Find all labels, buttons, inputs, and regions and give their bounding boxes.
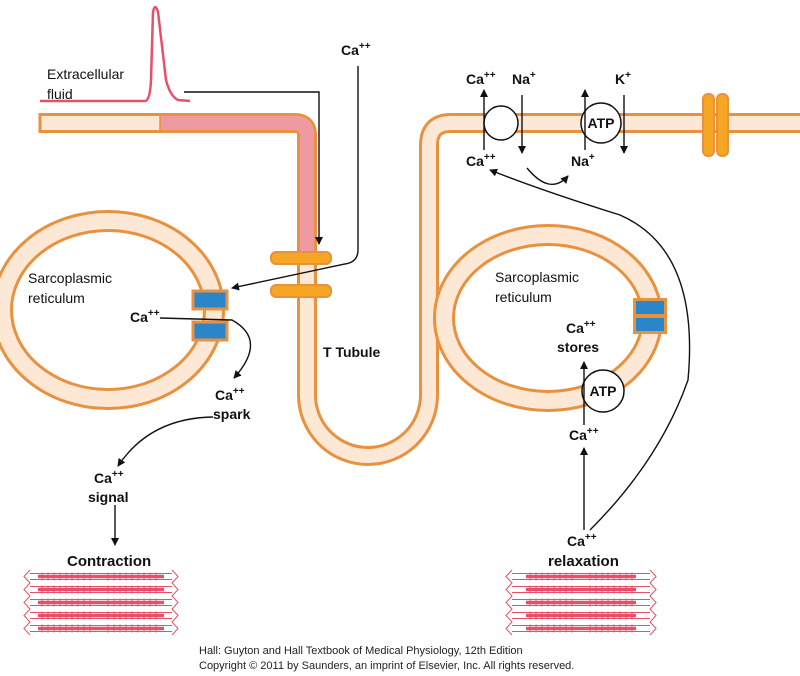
na-label-pump-in: Na+ xyxy=(571,152,595,169)
z-line xyxy=(649,569,657,636)
na-ca-exchanger-icon xyxy=(483,105,519,141)
credit-line-2: Copyright © 2011 by Saunders, an imprint… xyxy=(199,660,574,672)
ca-label-ryr: Ca++ xyxy=(130,308,160,325)
t-tubule-label: T Tubule xyxy=(323,344,380,360)
sarcomere-relaxed-icon xyxy=(505,569,657,636)
ca-channel-icon xyxy=(270,251,332,298)
na-k-atpase-icon xyxy=(580,102,622,144)
contraction-label: Contraction xyxy=(67,553,151,570)
stores-label: stores xyxy=(557,339,599,355)
ca-label-signal: Ca++ xyxy=(94,469,124,486)
relaxation-label: relaxation xyxy=(548,553,619,570)
sarcoplasmic-reticulum-right xyxy=(433,224,663,412)
sr-right-label-2: reticulum xyxy=(495,289,552,305)
sr-left-label-1: Sarcoplasmic xyxy=(28,270,112,286)
atp-label-sr: ATP xyxy=(590,383,617,399)
sr-right-label-1: Sarcoplasmic xyxy=(495,269,579,285)
signal-label: signal xyxy=(88,489,128,505)
ca-label-extracellular: Ca++ xyxy=(341,41,371,58)
z-line xyxy=(171,569,179,636)
ca-label-spark: Ca++ xyxy=(215,386,245,403)
sarcoplasmic-reticulum-left xyxy=(0,210,225,410)
ca-label-exchanger-out: Ca++ xyxy=(466,70,496,87)
ca-label-relaxation: Ca++ xyxy=(567,532,597,549)
sr-left-label-2: reticulum xyxy=(28,290,85,306)
action-potential-icon xyxy=(40,5,191,103)
flux-arrows xyxy=(111,66,691,546)
na-label-exchanger-out: Na+ xyxy=(512,70,536,87)
sarcomere-contracted-icon xyxy=(23,569,179,636)
ca-atpase-pump-icon xyxy=(581,369,625,413)
gap-junction-icon xyxy=(702,93,729,157)
ca-label-exchanger-in: Ca++ xyxy=(466,152,496,169)
extracellular-label-1: Extracellular xyxy=(47,66,124,82)
atp-label-membrane: ATP xyxy=(588,115,615,131)
ca-label-sr-pump: Ca++ xyxy=(569,426,599,443)
k-label-pump: K+ xyxy=(615,70,631,87)
spark-label: spark xyxy=(213,406,251,422)
extracellular-label-2: fluid xyxy=(47,86,73,102)
z-line xyxy=(505,569,513,636)
sarcolemma-membrane xyxy=(38,113,800,466)
ryanodine-receptor-icon xyxy=(191,289,229,342)
sr-ca-channel-icon xyxy=(633,298,667,334)
z-line xyxy=(23,569,31,636)
credit-line-1: Hall: Guyton and Hall Textbook of Medica… xyxy=(199,645,523,657)
ca-label-stores: Ca++ xyxy=(566,319,596,336)
